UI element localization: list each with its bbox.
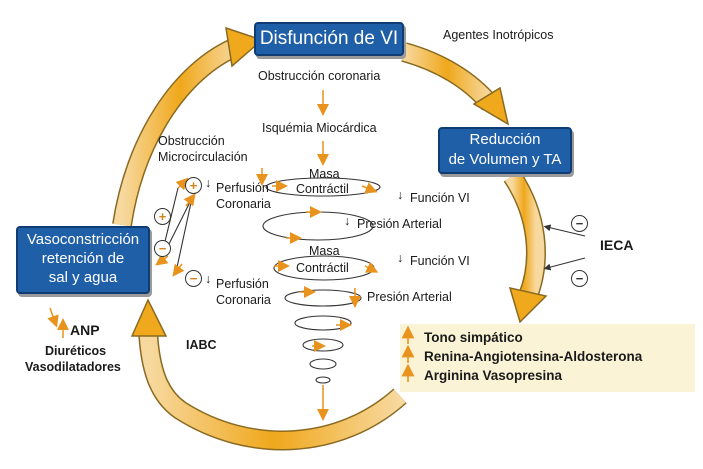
- panel-item-tono: Tono simpático: [424, 330, 523, 345]
- ieca-minus-lower: −: [571, 270, 588, 287]
- box-reduccion-volumen: Reducción de Volumen y TA: [438, 127, 572, 174]
- spiral-flow-markers: [272, 180, 379, 352]
- label-agentes-inotropicos: Agentes Inotrópicos: [443, 28, 554, 42]
- label-ieca: IECA: [600, 237, 634, 253]
- plus-sign-1: +: [185, 177, 202, 194]
- box-vaso-line1: Vasoconstricción: [26, 231, 140, 248]
- box-vaso-line2: retención de: [41, 250, 125, 267]
- label-coronaria-1: Coronaria: [216, 197, 271, 211]
- cycle-arc-top-right: [401, 42, 510, 126]
- label-presion-arterial-1: Presión Arterial: [357, 217, 442, 231]
- anp-arrow: [47, 307, 59, 328]
- box-reduccion-line1: Reducción: [469, 131, 541, 148]
- minus-sign-2: −: [185, 270, 202, 287]
- feedback-zigzag: [159, 187, 193, 273]
- label-obstruccion-micro-1: Obstrucción: [158, 134, 225, 148]
- cycle-arc-top-left: [112, 26, 264, 227]
- box-reduccion-line2: de Volumen y TA: [448, 151, 562, 168]
- box-vasoconstriccion: Vasoconstricción retención de sal y agua: [16, 226, 150, 294]
- arrow-down-presion-1: ↓: [344, 214, 351, 228]
- arrow-down-perfusion-1: ↓: [205, 176, 212, 190]
- ieca-line-lower: [543, 257, 586, 271]
- label-contractil-1: Contráctil: [296, 182, 349, 196]
- label-perfusion-2: Perfusión: [216, 277, 269, 291]
- label-coronaria-2: Coronaria: [216, 293, 271, 307]
- ieca-line-upper: [543, 224, 586, 237]
- neurohormonal-panel: Tono simpático Renina-Angiotensina-Aldos…: [400, 324, 695, 392]
- ieca-minus-upper: −: [571, 215, 588, 232]
- label-diureticos: Diuréticos: [45, 344, 107, 358]
- label-funcion-vi-2: Función VI: [410, 254, 470, 268]
- spiral: [262, 177, 381, 384]
- label-masa-2: Masa: [309, 244, 340, 258]
- label-contractil-2: Contráctil: [296, 261, 349, 275]
- label-presion-arterial-2: Presión Arterial: [367, 290, 452, 304]
- cycle-arc-bottom: [130, 298, 407, 451]
- box-vaso-line3: sal y agua: [48, 269, 118, 286]
- label-anp: ANP: [70, 322, 100, 338]
- panel-item-arginina: Arginina Vasopresina: [424, 368, 563, 383]
- label-perfusion-1: Perfusión: [216, 181, 269, 195]
- panel-item-renina: Renina-Angiotensina-Aldosterona: [424, 349, 643, 364]
- label-obstruccion-micro-2: Microcirculación: [158, 150, 248, 164]
- arrow-down-funcion-2: ↓: [397, 251, 404, 265]
- box-disfuncion-vi: Disfunción de VI: [254, 22, 404, 56]
- label-obstruccion-coronaria: Obstrucción coronaria: [258, 69, 381, 83]
- label-iabc: IABC: [186, 338, 217, 352]
- arrow-down-perfusion-2: ↓: [205, 272, 212, 286]
- cycle-arc-right: [503, 170, 548, 324]
- label-isquemia: Isquémia Miocárdica: [262, 121, 377, 135]
- label-funcion-vi-1: Función VI: [410, 191, 470, 205]
- minus-sign-1: −: [154, 240, 171, 257]
- plus-sign-2: +: [154, 208, 171, 225]
- label-vasodilatadores: Vasodilatadores: [25, 360, 121, 374]
- feedback-arrows: [155, 177, 196, 277]
- label-masa-1: Masa: [309, 167, 340, 181]
- arrow-down-funcion-1: ↓: [397, 188, 404, 202]
